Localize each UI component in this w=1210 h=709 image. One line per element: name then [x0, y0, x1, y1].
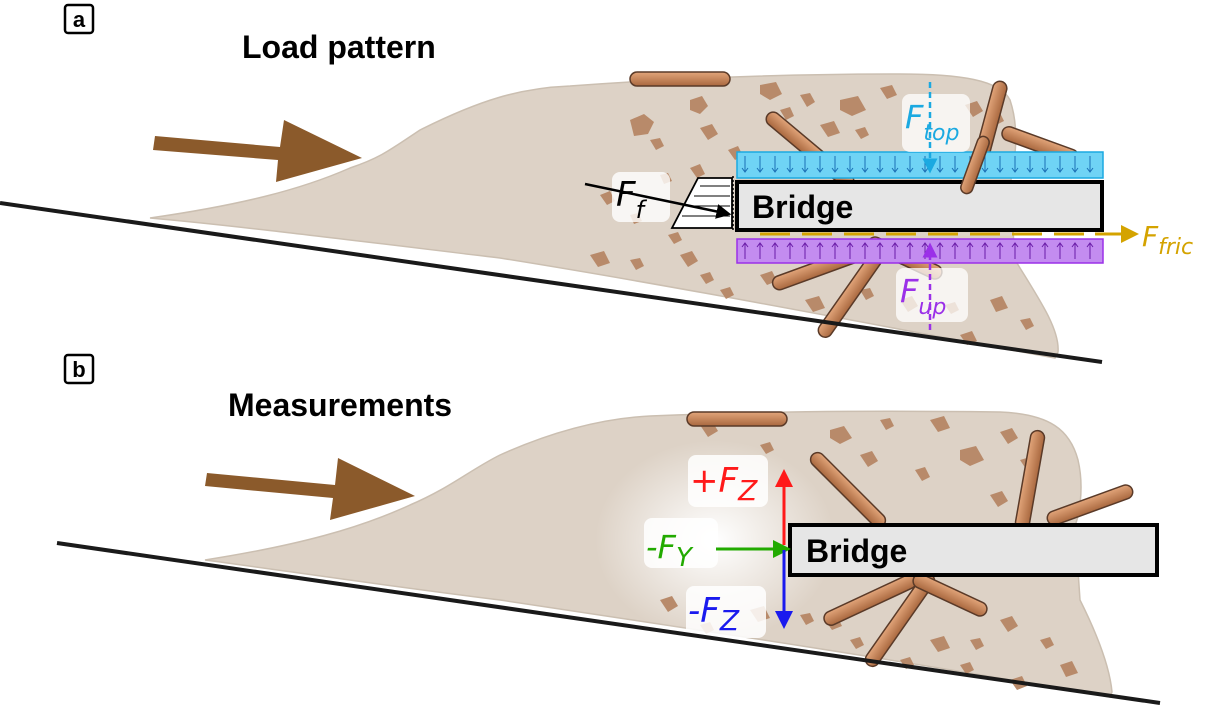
panel-a-letter-box — [63, 3, 95, 35]
bridge-a-label: Bridge — [752, 189, 853, 225]
sediment-deposit-a — [149, 73, 1059, 359]
channel-bed-a — [0, 201, 1103, 364]
panel-b-letter: b — [72, 357, 85, 382]
flow-arrow-a — [153, 120, 362, 182]
plus-fz-label-bg — [688, 455, 768, 507]
f-top-label: Ftop — [905, 98, 959, 146]
f-f-label-bg — [612, 172, 670, 222]
plus-fz-label: +FZ — [690, 461, 758, 507]
minus-fy-label-bg — [644, 518, 718, 568]
minus-fy-label: -FY — [646, 528, 694, 573]
flow-arrow-b — [205, 458, 415, 520]
bridge-a — [735, 180, 1104, 232]
minus-fz-label-bg — [686, 586, 766, 638]
panel-b-title: Measurements — [228, 387, 452, 423]
f-fric-label: Ffric — [1142, 220, 1193, 260]
top-load-distribution — [736, 151, 1104, 179]
minus-fz-label: -FZ — [688, 591, 740, 637]
uplift-load-arrows — [741, 242, 1094, 259]
f-up-label-bg — [896, 268, 968, 322]
f-f-arrow — [584, 182, 732, 219]
panel-a-letter: a — [73, 7, 86, 32]
panel-a-title: Load pattern — [242, 29, 436, 65]
top-load-arrows — [741, 156, 1094, 173]
logs-b — [686, 411, 1134, 668]
panel-b-letter-box — [63, 353, 95, 385]
f-top-label-bg — [902, 94, 970, 152]
panel-b: b Measurements — [56, 353, 1161, 705]
panel-a: a Load pattern — [0, 3, 1193, 364]
logs-front-a — [960, 135, 990, 195]
channel-bed-b — [56, 541, 1161, 705]
f-up-label: Fup — [900, 272, 946, 320]
uplift-load-distribution — [736, 238, 1104, 264]
bridge-b-label: Bridge — [806, 533, 907, 569]
